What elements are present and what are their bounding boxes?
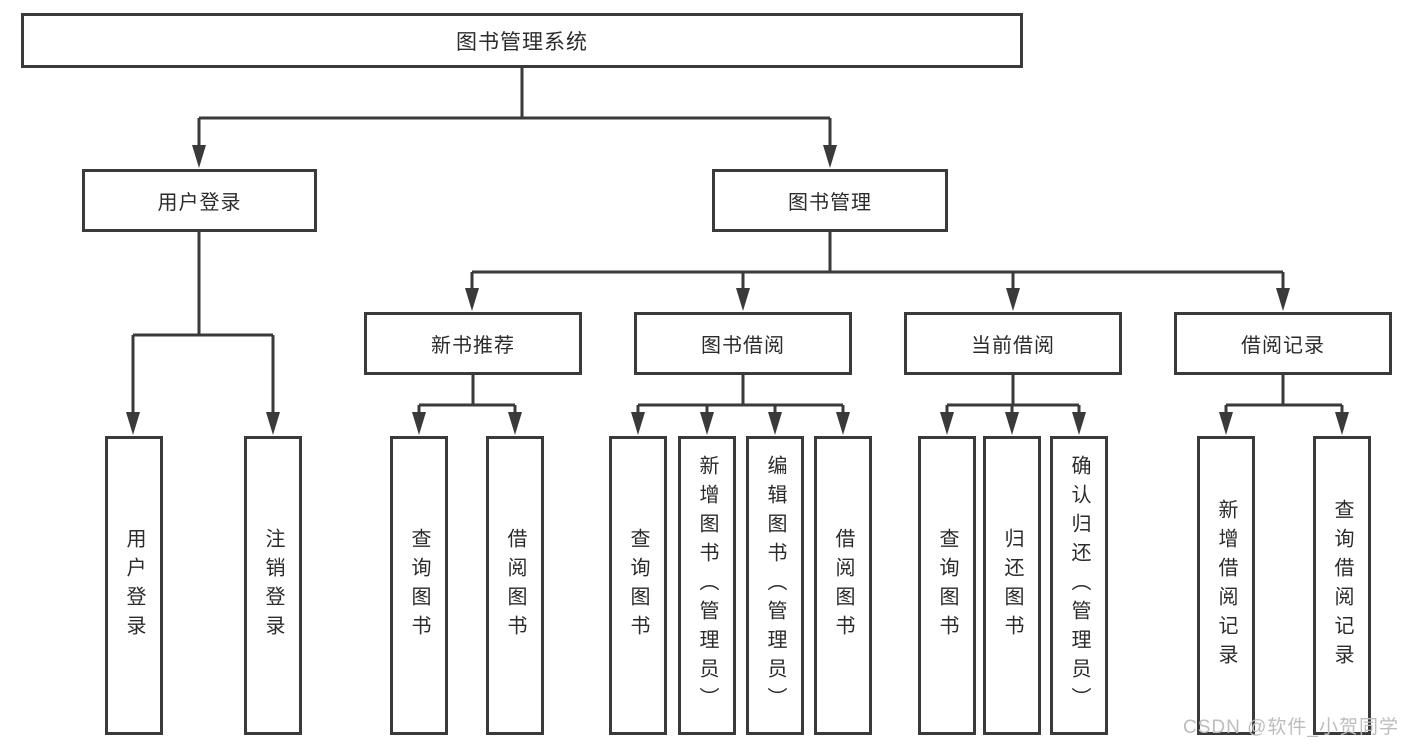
node-label: 新增借阅记录 — [1215, 498, 1237, 673]
leaf-confirm-return-admin: 确认归还（管理员） — [1050, 436, 1108, 735]
leaf-query-books-borrowing: 查询图书 — [609, 436, 667, 735]
leaf-query-books-recommend: 查询图书 — [390, 436, 448, 735]
node-label: 查询借阅记录 — [1331, 498, 1353, 673]
node-label: 借阅图书 — [832, 527, 854, 644]
node-library-system-root: 图书管理系统 — [21, 13, 1023, 68]
node-label: 确认归还（管理员） — [1068, 455, 1090, 716]
node-book-borrowing: 图书借阅 — [634, 312, 852, 375]
leaf-logout: 注销登录 — [244, 436, 302, 735]
node-label: 图书借阅 — [701, 335, 785, 357]
leaf-add-books-admin: 新增图书（管理员） — [678, 436, 736, 735]
node-label: 借阅图书 — [504, 527, 526, 644]
leaf-add-borrow-record: 新增借阅记录 — [1197, 436, 1255, 735]
node-current-borrowing: 当前借阅 — [904, 312, 1122, 375]
node-label: 图书管理 — [788, 192, 872, 214]
node-new-book-recommend: 新书推荐 — [364, 312, 582, 375]
node-label: 编辑图书（管理员） — [764, 455, 786, 716]
node-label: 图书管理系统 — [456, 30, 588, 54]
node-label: 用户登录 — [157, 192, 242, 214]
node-label: 借阅记录 — [1241, 335, 1325, 357]
node-label: 归还图书 — [1001, 527, 1023, 644]
leaf-query-books-current: 查询图书 — [918, 436, 976, 735]
leaf-query-borrow-record: 查询借阅记录 — [1313, 436, 1371, 735]
csdn-watermark: CSDN @软件_小贺同学 — [1183, 717, 1399, 738]
leaf-edit-books-admin: 编辑图书（管理员） — [746, 436, 804, 735]
leaf-borrow-books-borrowing: 借阅图书 — [814, 436, 872, 735]
node-label: 查询图书 — [936, 527, 958, 644]
leaf-borrow-books-recommend: 借阅图书 — [486, 436, 544, 735]
node-label: 新书推荐 — [431, 335, 515, 357]
node-label: 当前借阅 — [971, 335, 1055, 357]
leaf-return-books: 归还图书 — [983, 436, 1041, 735]
node-label: 注销登录 — [262, 527, 284, 644]
node-book-management-branch: 图书管理 — [712, 169, 948, 232]
node-label: 查询图书 — [408, 527, 430, 644]
arrowheads — [126, 145, 1349, 435]
node-label: 查询图书 — [627, 527, 649, 644]
leaf-user-login: 用户登录 — [105, 436, 163, 735]
node-user-login-branch: 用户登录 — [82, 169, 317, 232]
node-label: 新增图书（管理员） — [696, 455, 718, 716]
node-borrowing-records: 借阅记录 — [1174, 312, 1392, 375]
node-label: 用户登录 — [123, 527, 145, 644]
